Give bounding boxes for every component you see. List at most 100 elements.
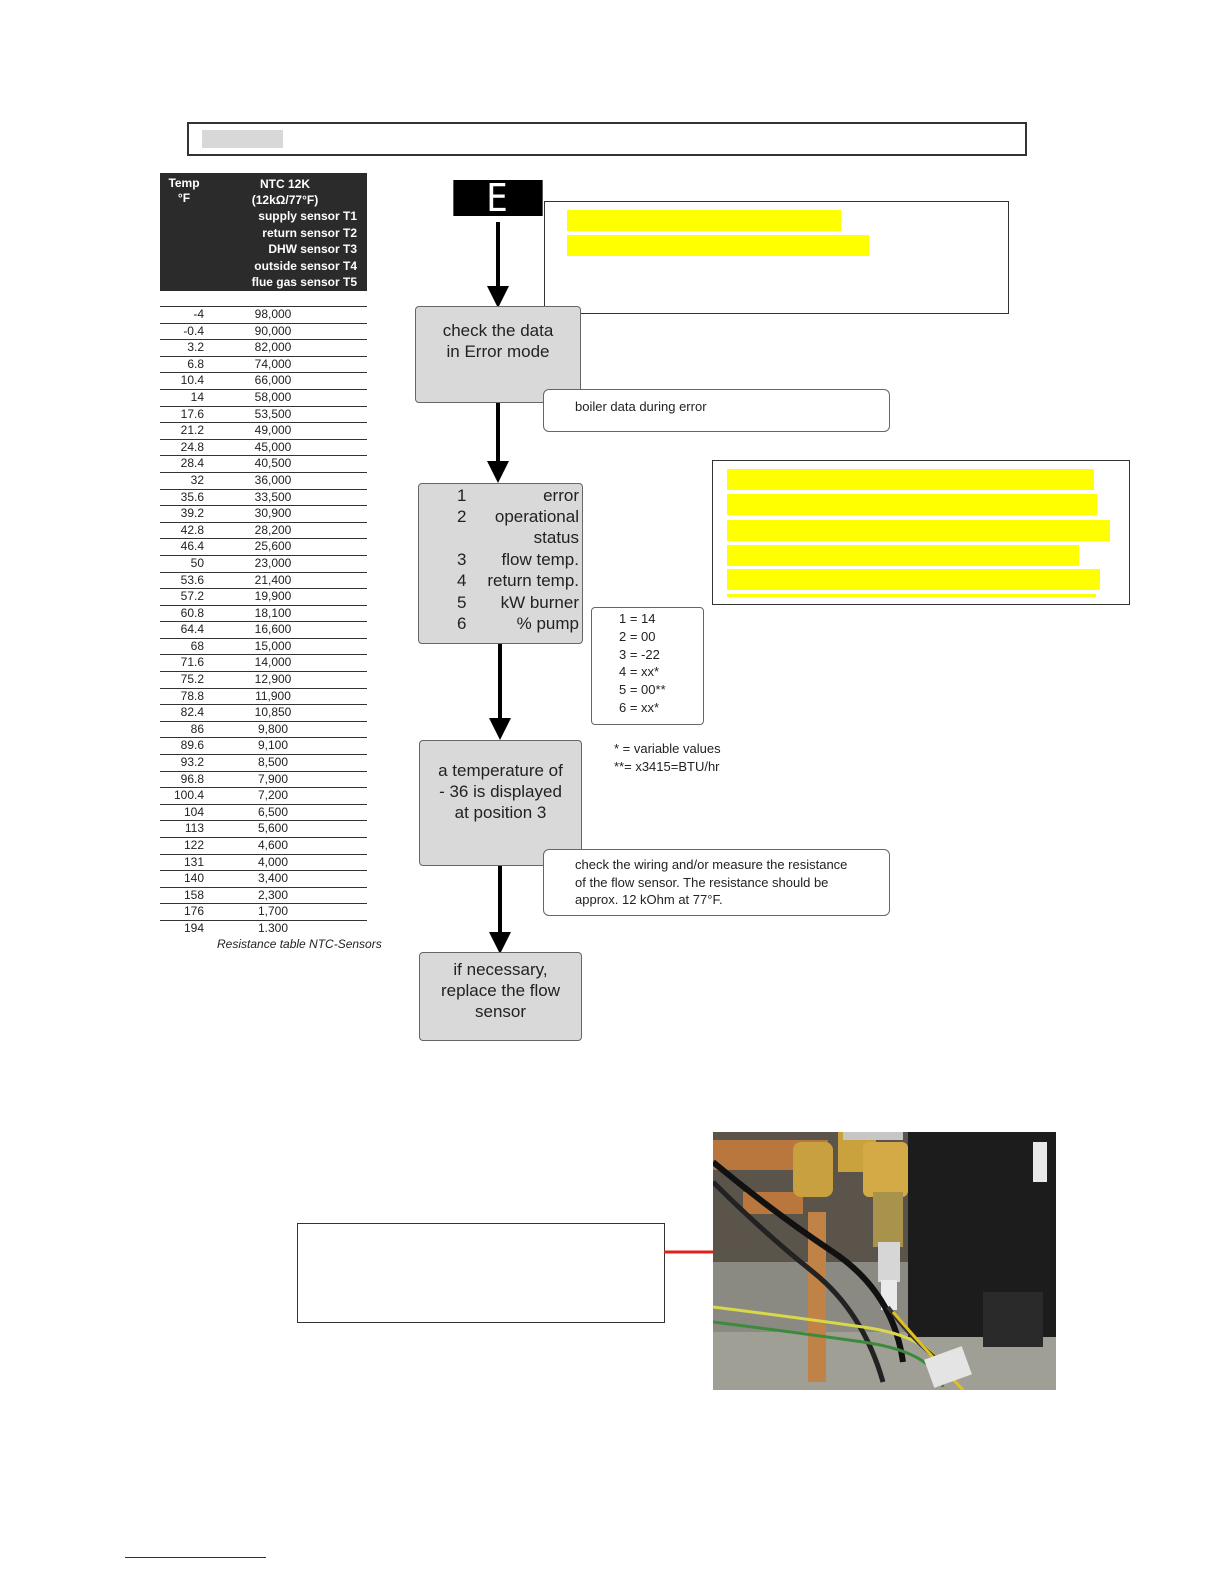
list-number: 6 xyxy=(457,614,467,633)
resistance-cell: 74,000 xyxy=(254,356,292,371)
temp-cell: 10.4 xyxy=(180,373,204,388)
resistance-cell: 4,000 xyxy=(257,854,289,869)
flow-arrow xyxy=(496,403,500,463)
resistance-cell: 4,600 xyxy=(257,838,289,852)
temp-column-header: Temp °F xyxy=(164,176,204,206)
step-text: if necessary, xyxy=(453,960,548,979)
temp-cell: 46.4 xyxy=(180,539,204,554)
temp-cell: 24.8 xyxy=(180,439,204,454)
temp-cell: -4 xyxy=(193,307,204,321)
resistance-cell: 8,500 xyxy=(257,755,289,770)
value-line: 5 = 00** xyxy=(619,682,666,698)
resistance-cell: 82,000 xyxy=(254,340,292,355)
resistance-table-header: Temp °F NTC 12K (12kΩ/77°F) supply senso… xyxy=(160,173,367,291)
temp-cell: 71.6 xyxy=(180,655,204,670)
temp-cell: 42.8 xyxy=(180,522,204,537)
temp-cell: 3.2 xyxy=(187,340,204,355)
resistance-cell: 66,000 xyxy=(254,373,292,388)
temp-cell: 194 xyxy=(183,920,204,935)
step-text: check the data xyxy=(442,321,554,340)
temp-cell: 64.4 xyxy=(180,622,204,637)
resistance-cell: 2,300 xyxy=(257,887,289,902)
ntc-subtitle: (12kΩ/77°F) xyxy=(251,193,319,207)
resistance-cell: 11,900 xyxy=(255,688,291,703)
temp-cell: 28.4 xyxy=(180,456,204,471)
callout-text: of the flow sensor. The resistance shoul… xyxy=(575,874,829,890)
arrow-head xyxy=(489,718,511,740)
resistance-cell: 6,500 xyxy=(257,804,289,819)
highlight-bar xyxy=(567,210,841,231)
callout-boiler-data: boiler data during error xyxy=(543,389,890,432)
temp-cell: 131 xyxy=(183,854,204,869)
temp-cell: 122 xyxy=(183,838,204,852)
flow-sensor-photo xyxy=(713,1132,1056,1390)
resistance-cell: 9,800 xyxy=(257,721,289,736)
highlight-bar xyxy=(727,494,1097,515)
resistance-cell: 16,600 xyxy=(254,622,292,637)
footnote-separator xyxy=(125,1557,266,1558)
error-code-display: E 14 xyxy=(453,179,543,253)
list-label: flow temp. xyxy=(501,550,579,569)
highlight-note-box xyxy=(544,201,1009,314)
resistance-cell: 15,000 xyxy=(254,638,292,653)
resistance-cell: 3,400 xyxy=(257,871,289,886)
step-text: - 36 is displayed xyxy=(439,782,562,801)
resistance-cell: 53,500 xyxy=(254,406,292,421)
list-number: 5 xyxy=(457,593,467,612)
temp-cell: 113 xyxy=(184,821,204,836)
temp-cell: 75.2 xyxy=(180,672,204,687)
arrow-head xyxy=(487,461,509,483)
value-line: 2 = 00 xyxy=(619,628,656,644)
sensor-t4: outside sensor T4 xyxy=(254,258,357,273)
list-number: 2 xyxy=(457,507,467,526)
temp-cell: 89.6 xyxy=(180,738,204,753)
footnotes: * = variable values **= x3415=BTU/hr xyxy=(614,740,721,776)
flow-arrow xyxy=(498,644,502,720)
value-line: 3 = -22 xyxy=(619,646,660,662)
table-row: 131 4,000 xyxy=(160,853,367,871)
resistance-cell: 49,000 xyxy=(254,423,292,438)
temp-cell: 39.2 xyxy=(180,506,204,521)
resistance-cell: 33,500 xyxy=(254,489,292,504)
resistance-cell: 7,200 xyxy=(257,788,289,803)
list-label: kW burner xyxy=(500,593,579,612)
highlight-bar xyxy=(567,235,869,256)
step-temperature-displayed: a temperature of - 36 is displayed at po… xyxy=(419,740,582,866)
temp-cell: 176 xyxy=(183,904,204,919)
temp-cell: 50 xyxy=(190,555,204,570)
highlight-bar xyxy=(727,469,1094,490)
temp-cell: 68 xyxy=(190,638,204,653)
table-row: 122 4,600 xyxy=(160,837,367,854)
step-check-error-data: check the data in Error mode xyxy=(415,306,581,403)
resistance-cell: 45,000 xyxy=(254,439,292,454)
temp-cell: -0.4 xyxy=(183,323,204,338)
list-number: 3 xyxy=(457,550,467,569)
step-text: sensor xyxy=(474,1002,527,1021)
sensor-t5: flue gas sensor T5 xyxy=(251,275,357,289)
sensor-t2: return sensor T2 xyxy=(262,225,357,240)
